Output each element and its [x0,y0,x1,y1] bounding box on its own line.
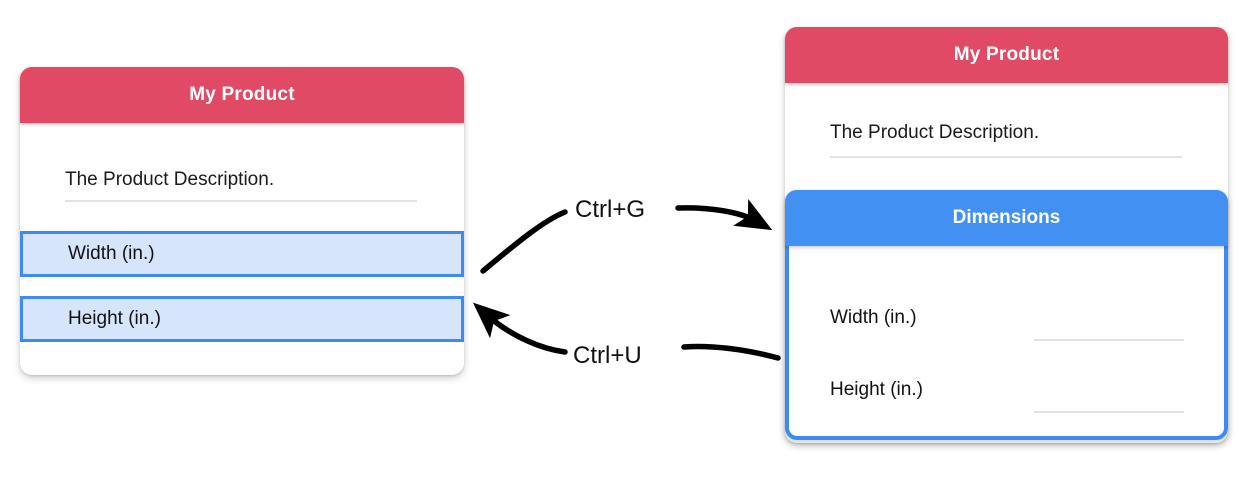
dimensions-field-height-input[interactable] [1034,411,1184,413]
left-card-title: My Product [189,84,295,105]
right-description-underline [830,156,1182,158]
dimensions-group-header: Dimensions [785,190,1228,246]
left-row-width-label: Width (in.) [68,243,155,264]
group-arrow-tail [480,209,568,274]
dimensions-group-card: Dimensions Width (in.) Height (in.) [785,190,1228,440]
dimensions-group-title: Dimensions [952,207,1061,228]
left-description-text: The Product Description. [65,169,275,190]
right-card-header: My Product [785,27,1228,83]
dimensions-field-height[interactable]: Height (in.) [789,379,1224,419]
group-arrow-head-segment [675,198,773,231]
ungroup-shortcut-label: Ctrl+U [573,342,642,369]
ungroup-arrow-head-segment [472,302,568,355]
product-card-grouped: My Product The Product Description. Dime… [785,27,1228,443]
dimensions-field-height-label: Height (in.) [830,379,923,400]
dimensions-field-width-input[interactable] [1034,339,1184,341]
right-description-text: The Product Description. [830,122,1040,143]
ungroup-arrow-tail [681,343,781,361]
left-row-width[interactable]: Width (in.) [20,231,464,277]
left-card-header: My Product [20,67,464,123]
left-row-height[interactable]: Height (in.) [20,296,464,342]
left-row-height-label: Height (in.) [68,308,161,329]
dimensions-field-width[interactable]: Width (in.) [789,307,1224,347]
product-card-ungrouped: My Product The Product Description. Widt… [20,67,464,375]
right-card-title: My Product [953,44,1060,65]
left-description-underline [65,200,417,202]
group-shortcut-label: Ctrl+G [575,196,646,223]
dimensions-field-width-label: Width (in.) [830,307,917,328]
